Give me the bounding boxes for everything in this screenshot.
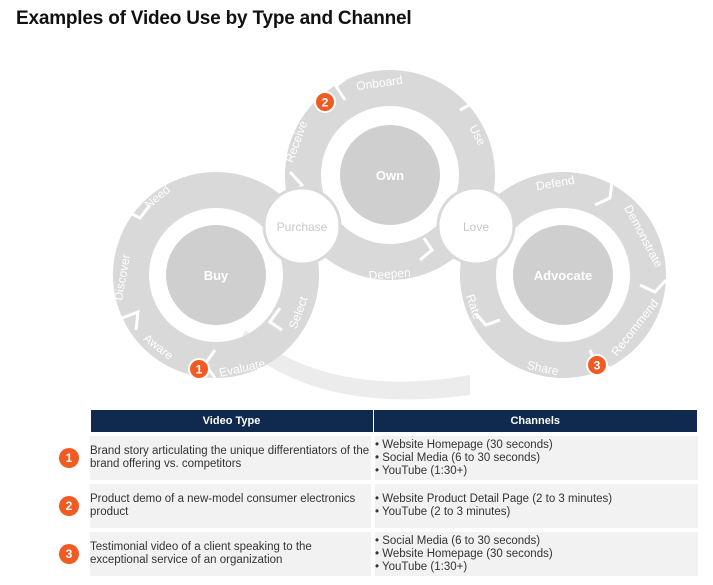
stage-deepen: Deepen [368,266,411,283]
channel-item: • Website Homepage (30 seconds) [375,547,553,560]
own-label: Own [376,168,404,183]
row-badge-icon: 1 [59,448,79,468]
channel-item: • YouTube (1:30+) [375,560,468,573]
channel-item: • Social Media (6 to 30 seconds) [375,534,541,547]
badge-1-label: 1 [196,363,203,377]
table-row: 3 Testimonial video of a client speaking… [48,532,698,576]
table-header-row: Video Type Channels [48,410,698,432]
love-node [436,186,516,266]
row-badge-icon: 2 [59,496,79,516]
row-video-type: Testimonial video of a client speaking t… [90,532,373,576]
channel-item: • Social Media (6 to 30 seconds) [375,451,541,464]
own-ring [285,70,495,280]
header-blank [48,410,91,432]
advocate-hub [513,225,613,325]
stage-onboard: Onboard [355,73,403,93]
customer-journey-diagram: Buy Own Advocate Purchase Love Need Disc… [111,70,668,400]
badge-2-label: 2 [322,96,329,110]
video-type-table: Video Type Channels 1 Brand story articu… [48,410,698,576]
row-badge-icon: 3 [59,544,79,564]
swoosh-arrow [240,330,470,400]
row-channels: • Social Media (6 to 30 seconds) • Websi… [371,532,698,576]
buy-hub [166,225,266,325]
love-label: Love [463,220,489,234]
purchase-node [262,186,342,266]
badge-2-icon [314,91,336,113]
badge-1-icon [188,358,210,380]
stage-share: Share [526,358,561,378]
page-title: Examples of Video Use by Type and Channe… [16,8,412,29]
row-video-type: Brand story articulating the unique diff… [90,436,373,480]
table-row: 2 Product demo of a new-model consumer e… [48,484,698,528]
row-channels: • Website Product Detail Page (2 to 3 mi… [371,484,698,528]
channel-item: • YouTube (2 to 3 minutes) [375,506,511,518]
buy-label: Buy [204,268,229,283]
header-video-type: Video Type [90,410,374,432]
channel-item: • Website Homepage (30 seconds) [375,438,553,451]
advocate-label: Advocate [534,268,593,283]
row-video-type: Product demo of a new-model consumer ele… [90,484,373,528]
channel-item: • Website Product Detail Page (2 to 3 mi… [375,493,613,505]
table-row: 1 Brand story articulating the unique di… [48,436,698,480]
channel-item: • YouTube (1:30+) [375,464,468,477]
purchase-label: Purchase [277,220,328,234]
badge-3-icon [586,354,608,376]
stage-defend: Defend [535,173,576,194]
badge-3-label: 3 [594,359,601,373]
advocate-ring [460,172,666,378]
header-channels: Channels [373,410,698,432]
row-channels: • Website Homepage (30 seconds) • Social… [371,436,698,480]
own-hub [340,125,440,225]
buy-ring [113,172,319,378]
